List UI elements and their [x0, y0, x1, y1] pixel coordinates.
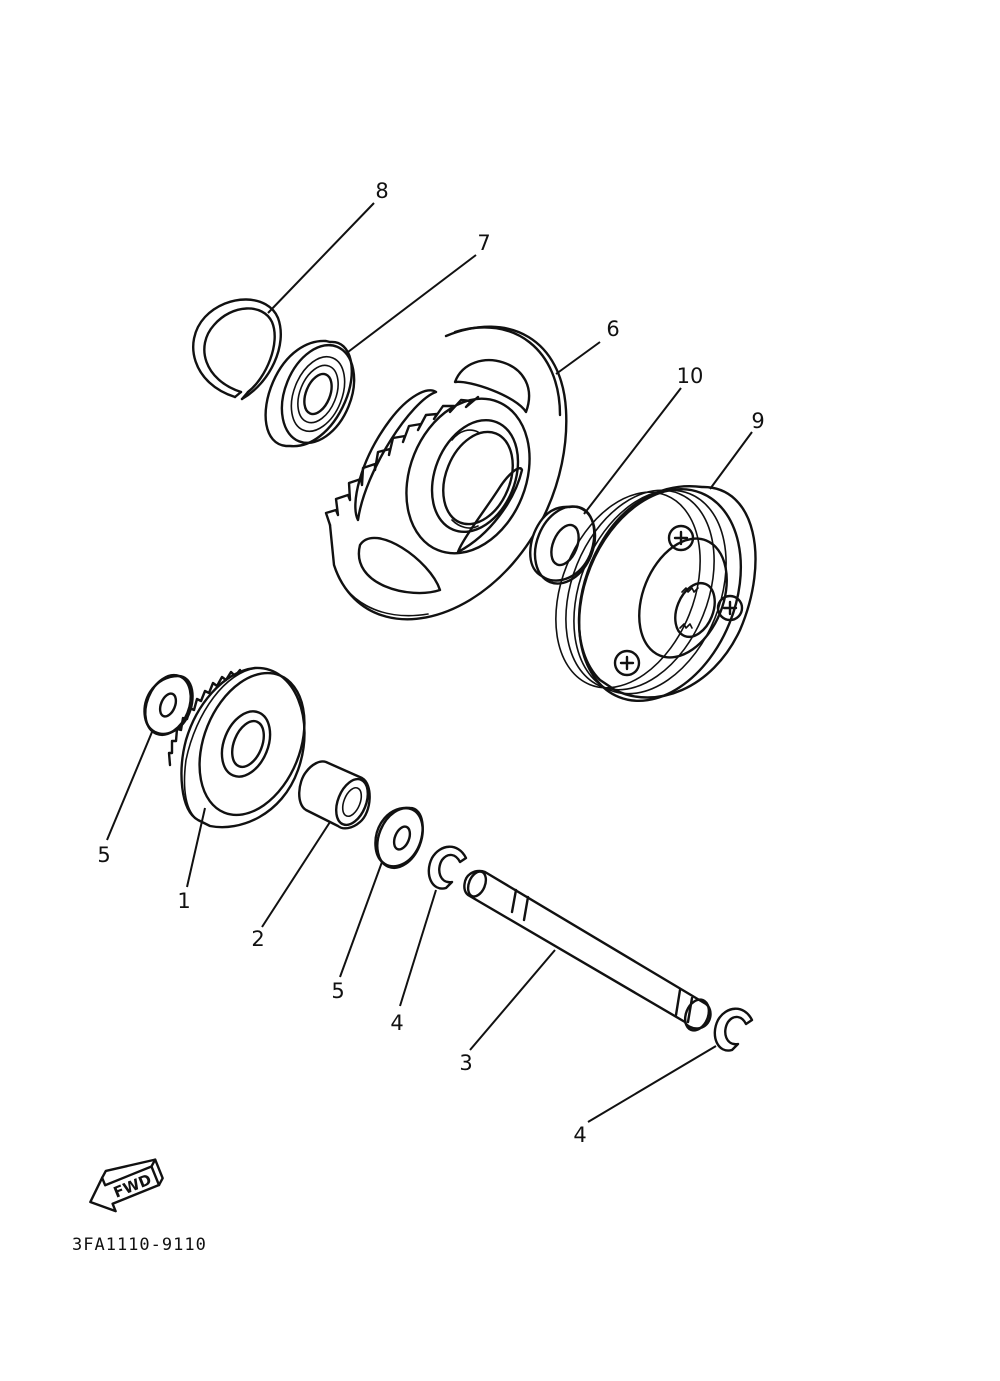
callout-5-lower: 5: [331, 979, 344, 1003]
part-6-gear-plate: [324, 325, 568, 621]
part-9-one-way-clutch: [555, 485, 757, 702]
callout-1: 1: [177, 889, 190, 913]
callout-10: 10: [677, 364, 704, 388]
part-7-bearing: [264, 339, 356, 448]
callout-4-upper: 4: [390, 1011, 403, 1035]
callout-numbers: 8 7 6 10 9 5 1 2 5 4 3 4: [97, 179, 764, 1147]
part-5-washer-upper: [143, 674, 194, 736]
callout-5-upper: 5: [97, 843, 110, 867]
part-3-shaft: [463, 869, 712, 1032]
leader-lines: [106, 202, 753, 1123]
callout-9: 9: [751, 409, 764, 433]
callout-2: 2: [251, 927, 264, 951]
callout-7: 7: [477, 231, 490, 255]
callout-6: 6: [606, 317, 619, 341]
callout-8: 8: [375, 179, 388, 203]
part-5-washer-lower: [374, 806, 424, 869]
callout-4-lower: 4: [573, 1123, 586, 1147]
part-2-needle-bearing: [298, 760, 371, 830]
part-1-idler-gear: [167, 666, 306, 829]
part-4-e-clip-lower: [713, 1007, 754, 1052]
callout-3: 3: [459, 1051, 472, 1075]
drawing-code: 3FA1110-9110: [72, 1235, 207, 1255]
part-4-e-clip-upper: [427, 845, 468, 890]
forward-direction-arrow: FWD: [89, 1158, 164, 1213]
part-8-circlip: [192, 298, 282, 401]
